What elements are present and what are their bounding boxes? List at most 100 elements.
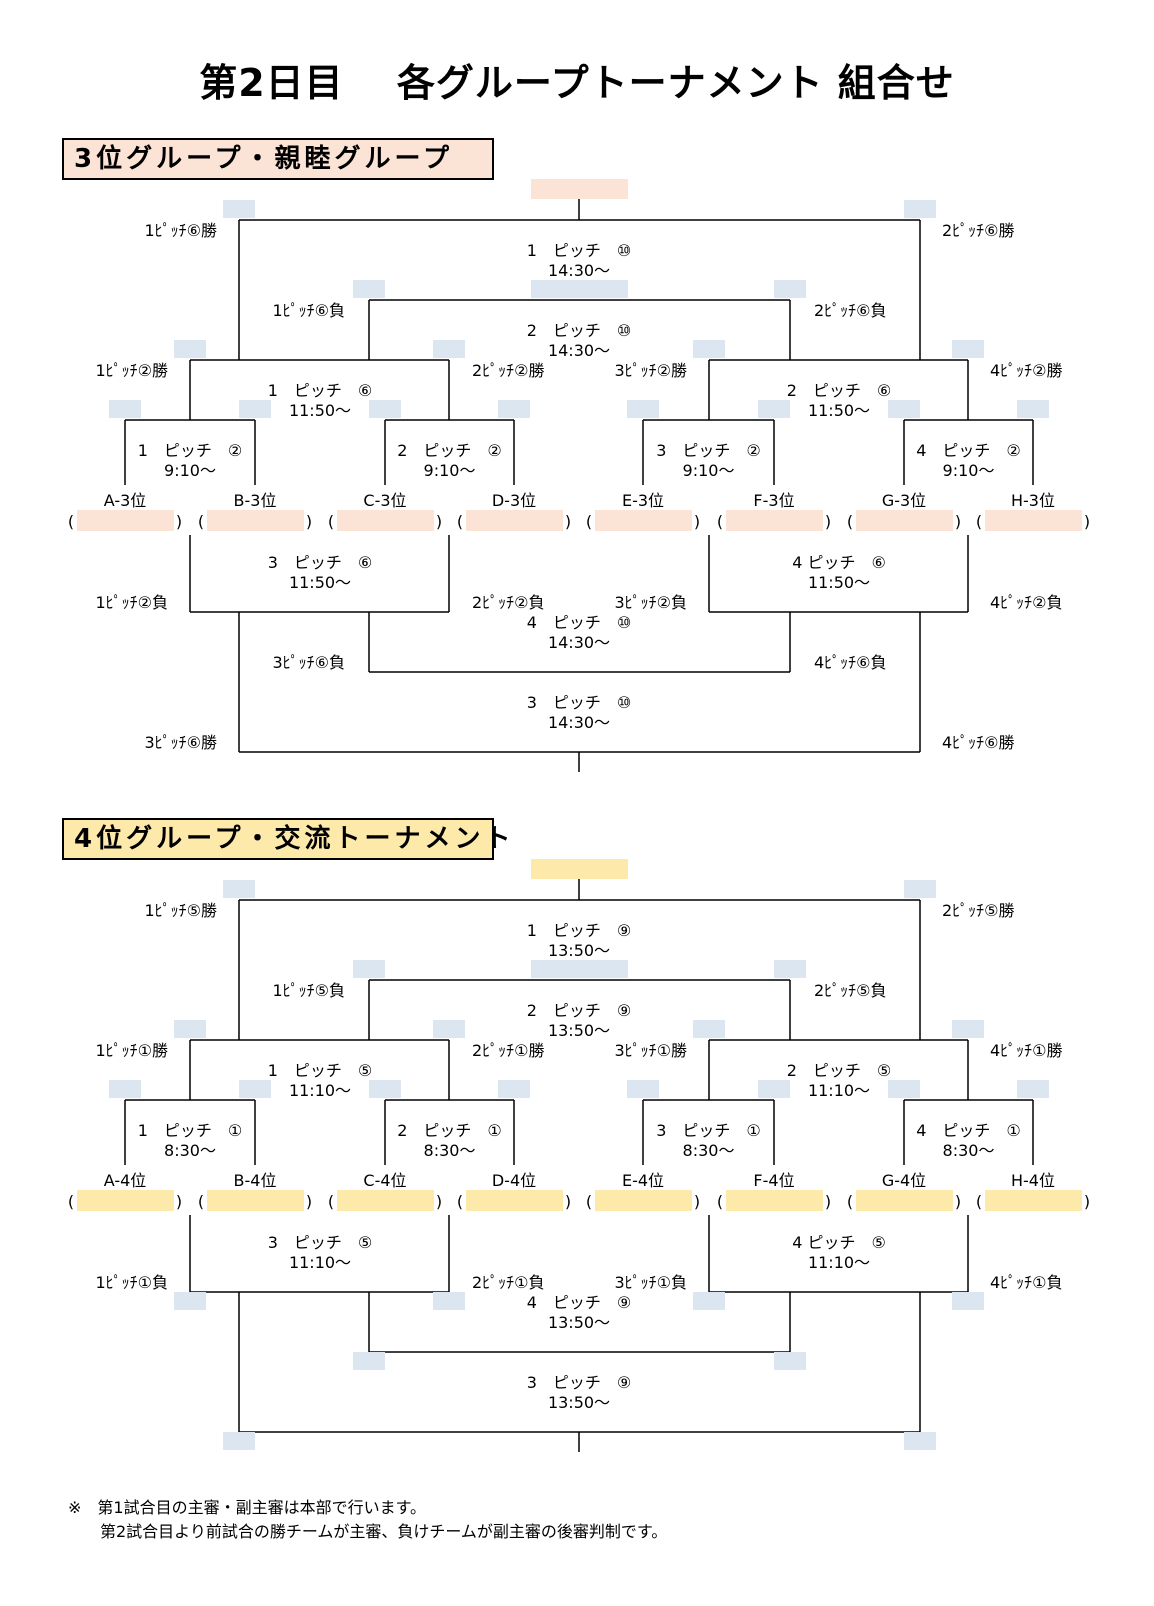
team-slot-5	[595, 510, 692, 531]
paren-open-4: (	[457, 1192, 463, 1211]
match-top-final-time: 14:30～	[548, 261, 610, 280]
marker-top-final-right	[904, 880, 936, 898]
match-top-second-pitch: 2 ピッチ ⑩	[527, 321, 632, 340]
paren-close-2: )	[306, 512, 312, 531]
footnote-line-2: 第2試合目より前試合の勝チームが主審、負けチームが副主審の後審判制です。	[100, 1522, 668, 1541]
team-slot-2	[207, 510, 304, 531]
match-bottom-final-time: 13:50～	[548, 1393, 610, 1412]
paren-open-2: (	[198, 512, 204, 531]
match-top-second-pitch: 2 ピッチ ⑨	[527, 1001, 632, 1020]
team-slot-6	[726, 510, 823, 531]
marker-bf-left	[223, 1432, 255, 1450]
marker-ll-left	[174, 1292, 206, 1310]
marker-top-final-right	[904, 200, 936, 218]
label-wr-left: 3ﾋﾟｯﾁ②勝	[614, 361, 687, 380]
label-ll-right: 2ﾋﾟｯﾁ①負	[472, 1273, 545, 1292]
label-wr-left: 3ﾋﾟｯﾁ①勝	[614, 1041, 687, 1060]
match-top-final-time: 13:50～	[548, 941, 610, 960]
team-slot-8	[985, 510, 1082, 531]
marker-wl-left	[174, 340, 206, 358]
paren-close-5: )	[694, 1192, 700, 1211]
label-lr-left: 3ﾋﾟｯﾁ①負	[614, 1273, 687, 1292]
team-slot-8	[985, 1190, 1082, 1211]
match-losers-left-time: 11:50～	[289, 573, 351, 592]
marker-bs-left	[353, 1352, 385, 1370]
match-r1-2-pitch: 2 ピッチ ①	[397, 1121, 502, 1140]
marker-top-final-left	[223, 880, 255, 898]
paren-close-4: )	[565, 1192, 571, 1211]
match-bottom-second-pitch: 4 ピッチ ⑩	[527, 613, 632, 632]
team-slot-1	[77, 510, 174, 531]
label-top-final-left: 1ﾋﾟｯﾁ⑥勝	[144, 221, 217, 240]
marker-r1-1-right	[239, 400, 271, 418]
paren-open-8: (	[976, 512, 982, 531]
match-winners-right-time: 11:50～	[808, 401, 870, 420]
label-wl-left: 1ﾋﾟｯﾁ①勝	[95, 1041, 168, 1060]
marker-wr-right	[952, 340, 984, 358]
marker-top-final-left	[223, 200, 255, 218]
paren-close-3: )	[436, 512, 442, 531]
paren-close-2: )	[306, 1192, 312, 1211]
team-label-5: E-4位	[622, 1171, 664, 1190]
marker-top-final	[531, 960, 628, 978]
match-r1-4-time: 8:30～	[943, 1141, 995, 1160]
team-label-1: A-4位	[104, 1171, 147, 1190]
marker-bf-right	[904, 1432, 936, 1450]
team-label-4: D-3位	[492, 491, 536, 510]
match-winners-right-pitch: 2 ピッチ ⑥	[787, 381, 892, 400]
match-winners-right-time: 11:10～	[808, 1081, 870, 1100]
team-slot-7	[856, 510, 953, 531]
label-ll-right: 2ﾋﾟｯﾁ②負	[472, 593, 545, 612]
marker-wr-left	[693, 1020, 725, 1038]
marker-bs-right	[774, 1352, 806, 1370]
match-r1-1-time: 8:30～	[164, 1141, 216, 1160]
label-wr-right: 4ﾋﾟｯﾁ①勝	[990, 1041, 1063, 1060]
match-r1-2-time: 9:10～	[424, 461, 476, 480]
marker-wl-right	[433, 1020, 465, 1038]
marker-top-second-right	[774, 280, 806, 298]
team-label-8: H-4位	[1011, 1171, 1055, 1190]
footnote-line-1: 第1試合目の主審・副主審は本部で行います。	[97, 1498, 427, 1517]
label-ll-left: 1ﾋﾟｯﾁ①負	[95, 1273, 168, 1292]
paren-open-4: (	[457, 512, 463, 531]
marker-r1-3-right	[758, 1080, 790, 1098]
paren-close-5: )	[694, 512, 700, 531]
match-r1-3-time: 9:10～	[683, 461, 735, 480]
label-top-final-right: 2ﾋﾟｯﾁ⑥勝	[942, 221, 1015, 240]
label-top-second-right: 2ﾋﾟｯﾁ⑥負	[814, 301, 887, 320]
marker-r1-2-left	[369, 400, 401, 418]
marker-r1-4-left	[888, 1080, 920, 1098]
label-wl-left: 1ﾋﾟｯﾁ②勝	[95, 361, 168, 380]
match-winners-right-pitch: 2 ピッチ ⑤	[787, 1061, 892, 1080]
paren-close-8: )	[1084, 1192, 1090, 1211]
marker-r1-1-left	[109, 1080, 141, 1098]
label-top-second-right: 2ﾋﾟｯﾁ⑤負	[814, 981, 887, 1000]
team-slot-4	[466, 1190, 563, 1211]
team-slot-3	[337, 1190, 434, 1211]
match-bottom-second-time: 14:30～	[548, 633, 610, 652]
label-wl-right: 2ﾋﾟｯﾁ①勝	[472, 1041, 545, 1060]
marker-wr-left	[693, 340, 725, 358]
champion-slot	[531, 859, 628, 879]
team-slot-5	[595, 1190, 692, 1211]
label-bottom-final-left: 3ﾋﾟｯﾁ⑥勝	[144, 733, 217, 752]
team-label-7: G-3位	[882, 491, 926, 510]
label-bottom-final-right: 4ﾋﾟｯﾁ⑥勝	[942, 733, 1015, 752]
marker-wl-left	[174, 1020, 206, 1038]
match-r1-4-pitch: 4 ピッチ ①	[916, 1121, 1021, 1140]
team-label-6: F-3位	[753, 491, 794, 510]
marker-top-second-left	[353, 960, 385, 978]
marker-r1-3-right	[758, 400, 790, 418]
marker-r1-4-right	[1017, 400, 1049, 418]
match-top-second-time: 14:30～	[548, 341, 610, 360]
paren-open-3: (	[328, 512, 334, 531]
marker-r1-2-right	[498, 400, 530, 418]
marker-r1-2-left	[369, 1080, 401, 1098]
label-lr-left: 3ﾋﾟｯﾁ②負	[614, 593, 687, 612]
paren-open-3: (	[328, 1192, 334, 1211]
marker-wl-right	[433, 340, 465, 358]
team-label-6: F-4位	[753, 1171, 794, 1190]
footnote: ※ 第1試合目の主審・副主審は本部で行います。 第2試合目より前試合の勝チームが…	[68, 1496, 667, 1544]
